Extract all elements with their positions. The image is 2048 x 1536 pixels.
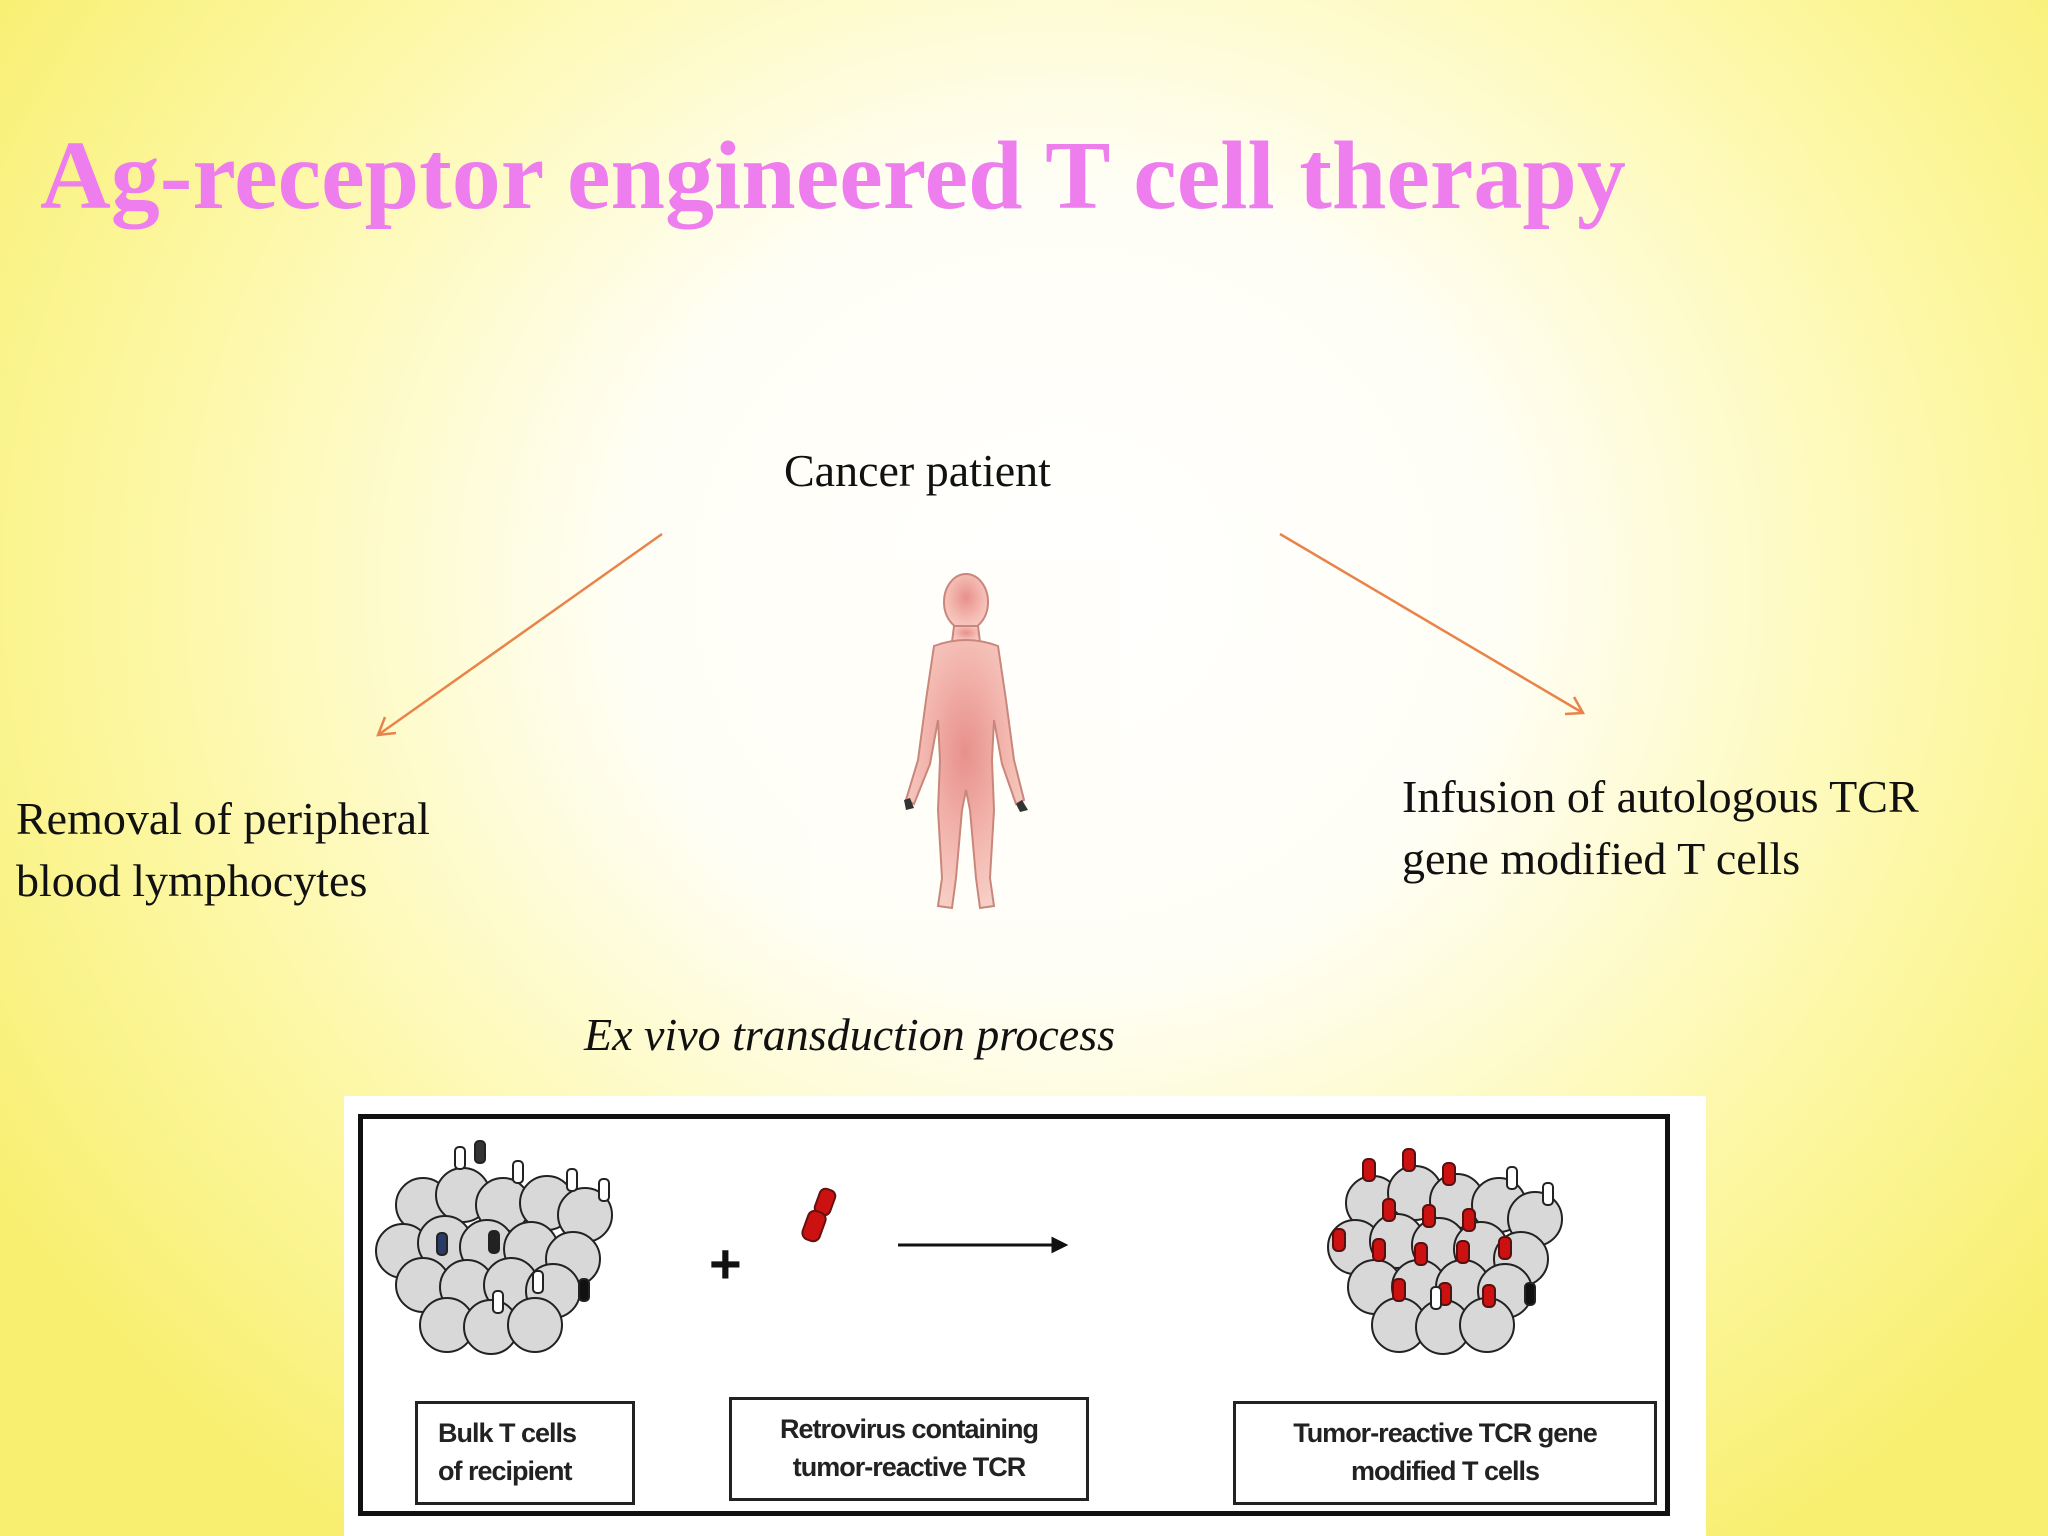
removal-label: Removal of peripheral blood lymphocytes	[16, 788, 430, 912]
modified-t-cells-line-2: modified T cells	[1350, 1456, 1540, 1486]
human-body-icon	[810, 560, 1120, 920]
infusion-label: Infusion of autologous TCR gene modified…	[1402, 766, 1919, 890]
infusion-label-line-1: Infusion of autologous TCR	[1402, 771, 1919, 822]
retrovirus-line-2: tumor-reactive TCR	[792, 1452, 1027, 1482]
ex-vivo-process-label: Ex vivo transduction process	[584, 1009, 1116, 1060]
cancer-patient-label: Cancer patient	[784, 445, 1051, 496]
removal-label-line-1: Removal of peripheral	[16, 793, 430, 844]
cell-illustrations	[375, 1140, 1563, 1355]
slide-title: Ag-receptor engineered T cell therapy	[40, 122, 1626, 230]
retrovirus-line-1: Retrovirus containing	[779, 1414, 1039, 1444]
bulk-t-cells-line-2: of recipient	[438, 1456, 573, 1486]
arrow-to-removal	[376, 532, 663, 737]
transduction-panel: + Bulk T cells of recipient Retrovirus c…	[358, 1114, 1670, 1516]
arrow-to-infusion	[1279, 532, 1586, 716]
plus-sign: +	[709, 1232, 742, 1295]
bulk-t-cells-box: Bulk T cells of recipient	[415, 1401, 635, 1505]
infusion-label-line-2: gene modified T cells	[1402, 833, 1801, 884]
modified-t-cells-box: Tumor-reactive TCR gene modified T cells	[1233, 1401, 1657, 1505]
modified-t-cells-line-1: Tumor-reactive TCR gene	[1293, 1418, 1598, 1448]
process-arrow	[898, 1236, 1069, 1254]
retrovirus-box: Retrovirus containing tumor-reactive TCR	[729, 1397, 1089, 1501]
bulk-t-cells-line-1: Bulk T cells	[438, 1418, 577, 1448]
removal-label-line-2: blood lymphocytes	[16, 855, 368, 906]
retrovirus-icon	[801, 1187, 837, 1243]
bulk-t-cells-cluster	[375, 1140, 613, 1355]
modified-t-cells-cluster	[1327, 1148, 1563, 1355]
